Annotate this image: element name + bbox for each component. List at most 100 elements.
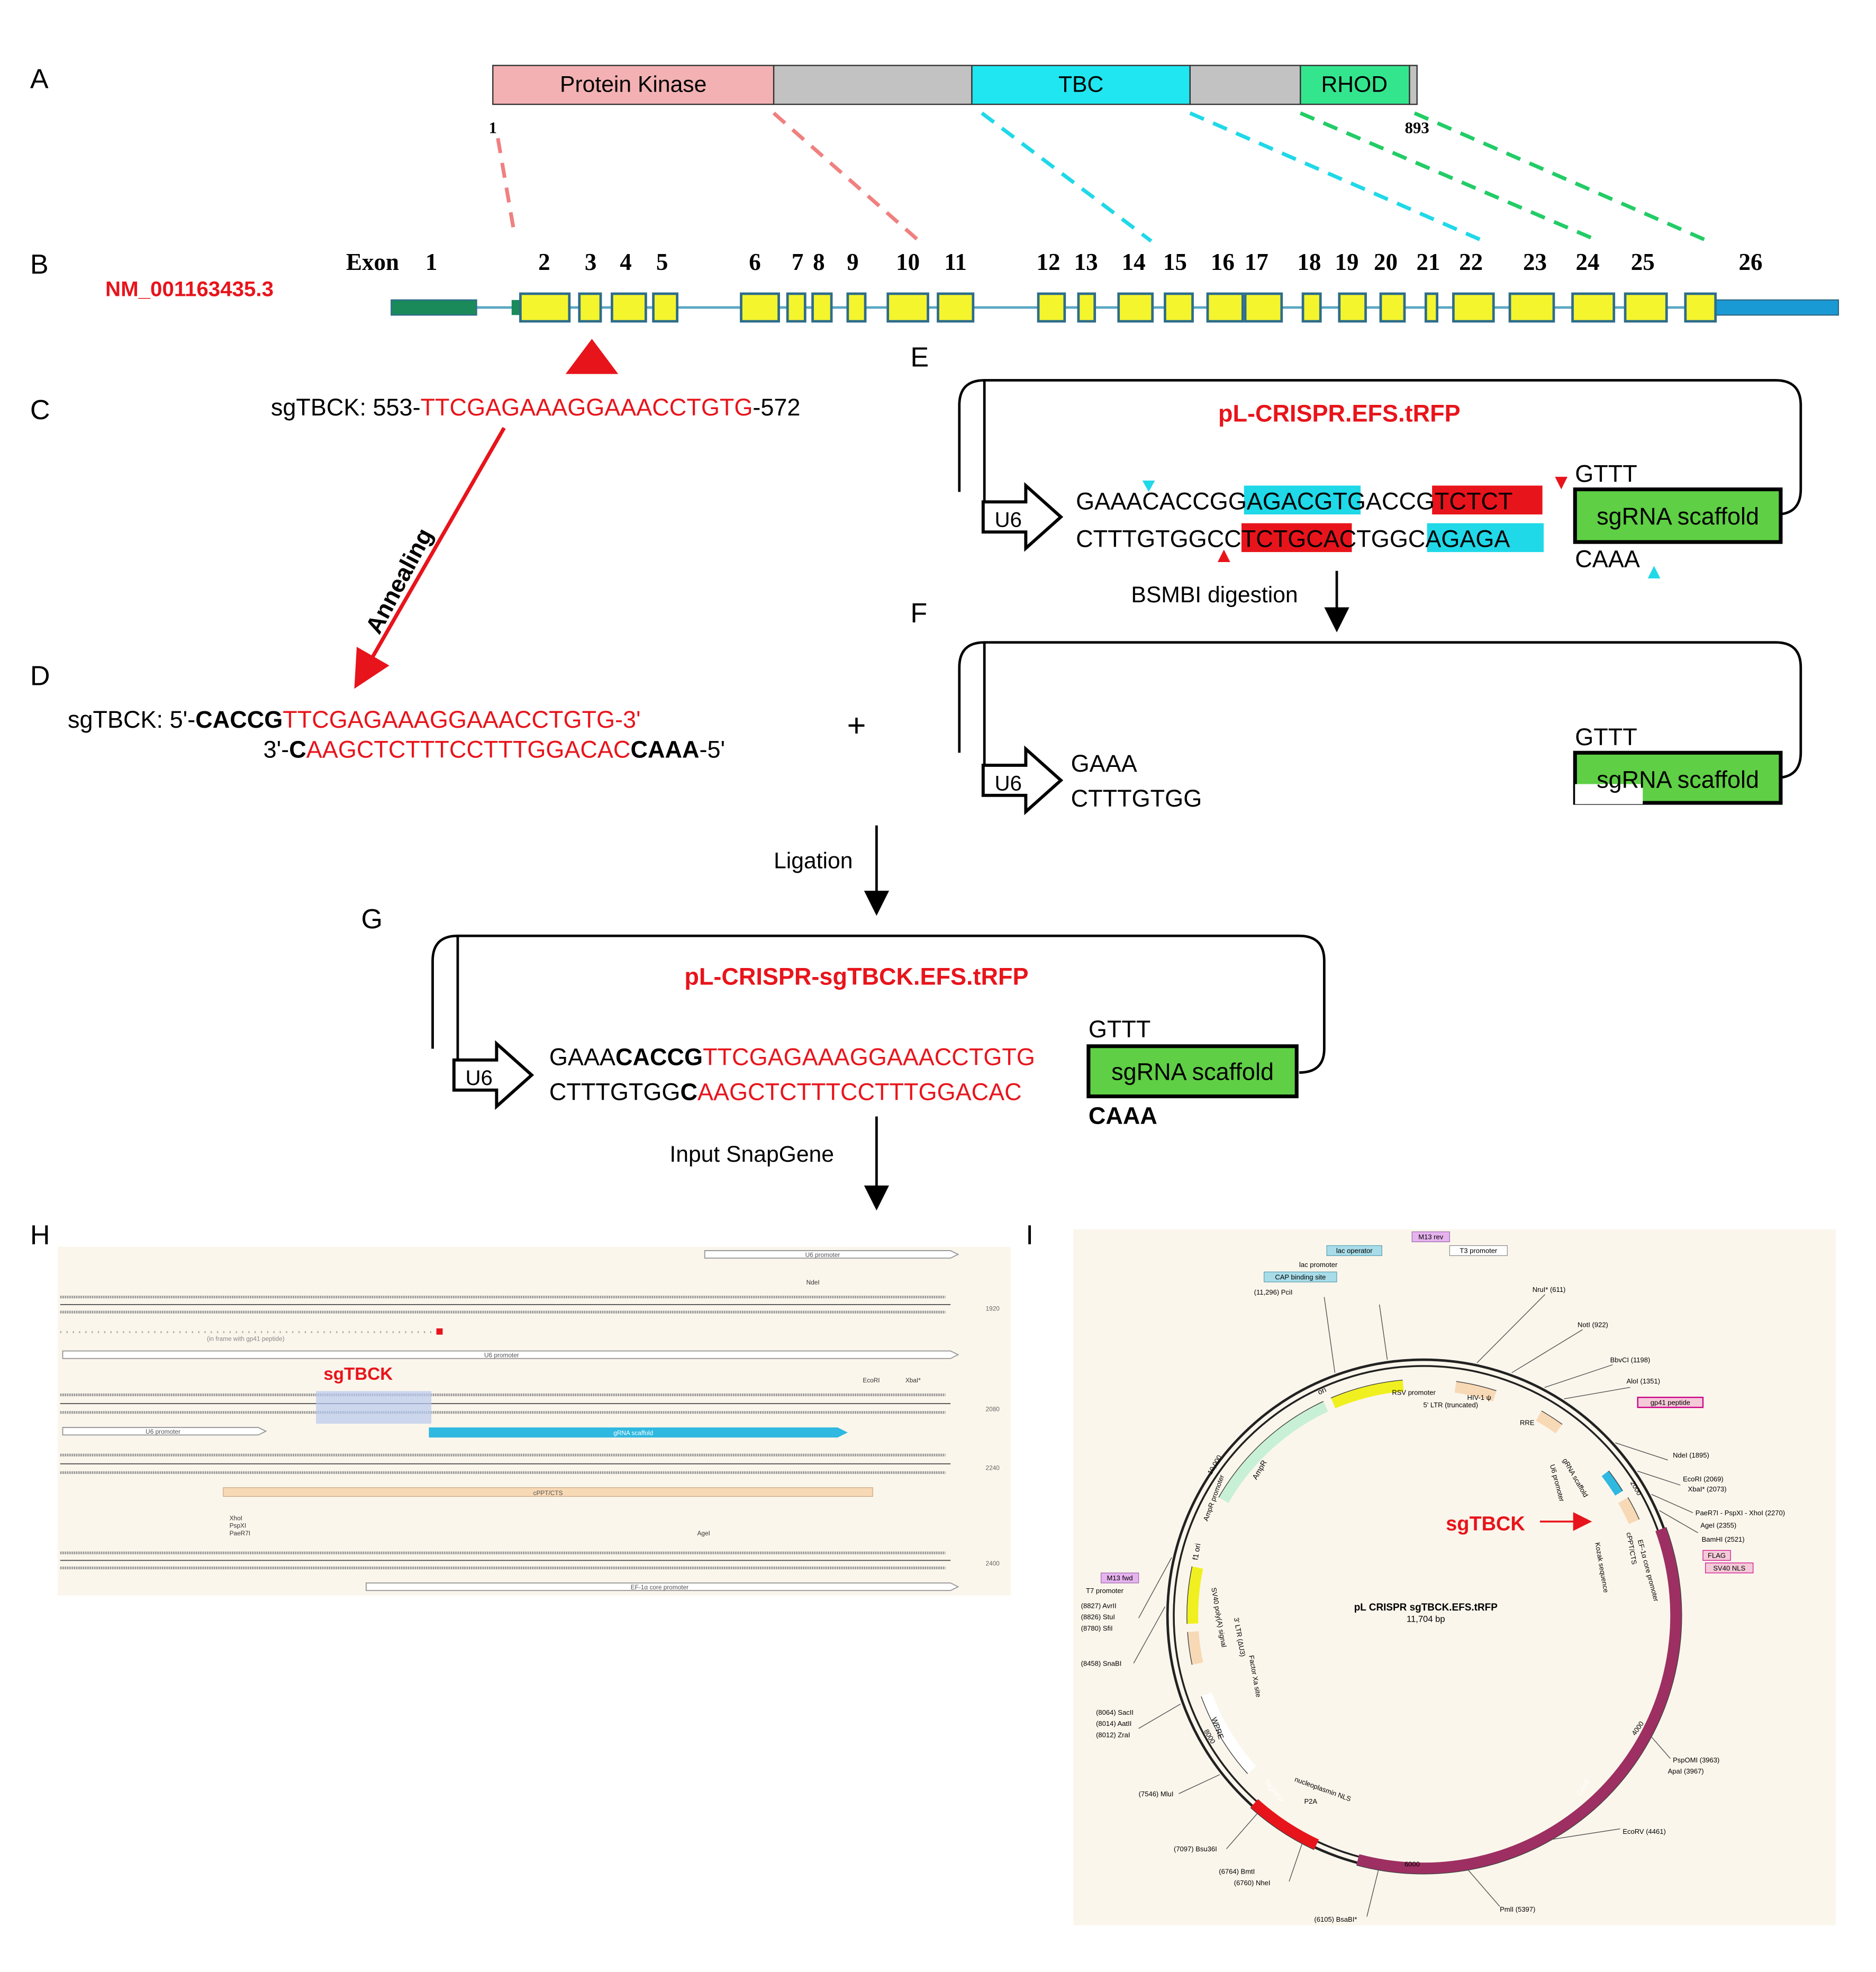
ampr-arc: [1218, 1401, 1328, 1503]
exon-label-6: 6: [749, 249, 761, 275]
ori-arc: [1331, 1380, 1404, 1408]
panel-label-f: F: [910, 598, 927, 629]
u6-label-f: U6: [994, 771, 1021, 795]
exon-label-22: 22: [1459, 249, 1483, 275]
scaffold-box-e: [1573, 487, 1783, 544]
plasmid-outline-g: [431, 934, 1326, 1074]
ltr5-arc-edge: [1456, 1381, 1497, 1391]
cut-marker-red-top: [1555, 476, 1568, 490]
panel-label-a: A: [30, 64, 49, 94]
f1ori-arc: [1186, 1566, 1203, 1624]
domain-end: 893: [1405, 119, 1429, 137]
ltr5-arc: [1454, 1381, 1497, 1402]
u6-label-g: U6: [465, 1066, 492, 1090]
exon-label-9: 9: [847, 249, 859, 275]
site-leader-line: [1564, 1387, 1630, 1399]
site-leader-line: [1379, 1304, 1388, 1360]
target-marker: [565, 339, 619, 374]
ampr-arc-edge: [1218, 1401, 1324, 1498]
flag-box: [1702, 1550, 1731, 1561]
digestion-label: BSMBI digestion: [1131, 582, 1298, 608]
p2a-label: P2A: [1304, 1797, 1317, 1805]
ecori-label: EcoRI (2069): [1683, 1475, 1724, 1483]
exon-box-26: [1684, 292, 1717, 323]
sgrna-highlight: [316, 1391, 432, 1424]
caaa-e: CAAA: [1575, 546, 1640, 573]
site-leader-line: [1552, 1828, 1620, 1840]
cut-marker-cyan-bot: [1647, 566, 1661, 578]
feature-grna-scaffold: [429, 1427, 848, 1438]
snabi-label: (8458) SnaBI: [1081, 1659, 1122, 1667]
exon-label-11: 11: [944, 249, 967, 275]
feature-ef1a: [365, 1582, 959, 1591]
lac-op-label: lac operator: [1336, 1247, 1373, 1255]
exon-box-18: [1301, 292, 1322, 323]
feat-u6-bottom-label: U6 promoter: [146, 1428, 180, 1435]
exon-word: Exon: [346, 249, 399, 275]
exon-box-9: [846, 292, 867, 323]
u6-arrow-f: [981, 745, 1064, 816]
exon-label-1: 1: [425, 249, 438, 275]
feat-u6-mid-label: U6 promoter: [484, 1351, 519, 1359]
f1ori-arc-edge: [1186, 1566, 1193, 1624]
exon-box-13: [1077, 292, 1096, 323]
exon-label-26: 26: [1739, 249, 1763, 275]
exon-box-12: [1037, 292, 1066, 323]
transcript-id: NM_001163435.3: [105, 277, 274, 301]
seq-top-f: GAAA: [1071, 750, 1137, 777]
m13fwd-label: M13 fwd: [1107, 1574, 1132, 1582]
zrai-label: (8012) ZraI: [1096, 1731, 1130, 1739]
domain-exon-connectors: [496, 111, 1709, 243]
bmti-label: (6764) BmtI: [1219, 1868, 1255, 1876]
bsu36i-label: (7097) Bsu36I: [1174, 1845, 1217, 1853]
plasmid-name: pL CRISPR sgTBCK.EFS.tRFP: [1354, 1602, 1498, 1613]
exon-label-20: 20: [1374, 249, 1398, 275]
panel-i: pL CRISPR sgTBCK.EFS.tRFP 11,704 bp sgTB…: [1073, 1229, 1836, 1925]
exon-label-2: 2: [538, 249, 550, 275]
exon-box-19: [1338, 292, 1367, 323]
ori-arc-edge: [1330, 1379, 1403, 1399]
exon-box-22: [1452, 292, 1495, 323]
panel-g: pL-CRISPR-sgTBCK.EFS.tRFP U6 GAAACACCGTT…: [431, 934, 1326, 1211]
aloi-label: AloI (1351): [1626, 1377, 1660, 1385]
sgrna-target: sgTBCK: 553-TTCGAGAAAGGAAACCTGTG-572: [271, 394, 801, 421]
feature-u6-top: [704, 1250, 959, 1259]
hiv-label: HIV-1 ψ: [1467, 1394, 1491, 1401]
nrui-label: NruI* (611): [1533, 1286, 1566, 1293]
feature-u6-mid: [62, 1350, 959, 1359]
panel-label-d: D: [30, 661, 50, 691]
exon-box-3: [578, 292, 602, 323]
exon-box-11: [937, 292, 975, 323]
domain-kinase: [492, 65, 775, 105]
exon-label-19: 19: [1335, 249, 1358, 275]
caaa-g: CAAA: [1089, 1102, 1157, 1129]
oligo-top: sgTBCK: 5'-CACCGTTCGAGAAAGGAAACCTGTG-3': [68, 706, 641, 733]
wpre-arc: [1201, 1692, 1256, 1774]
panel-label-c: C: [30, 395, 50, 426]
exon-box-14: [1117, 292, 1154, 323]
agei-label: AgeI (2355): [1700, 1522, 1736, 1530]
bamhi-label: BamHI (2521): [1702, 1535, 1745, 1543]
scaffold-box-g: [1086, 1044, 1299, 1099]
bsmbi-site-top-cyan: [1244, 485, 1361, 515]
snapgene-label: Input SnapGene: [669, 1142, 834, 1167]
seq-top-g: GAAACACCGTTCGAGAAAGGAAACCTGTG: [549, 1043, 1035, 1070]
lac-promoter-label: lac promoter: [1299, 1261, 1338, 1269]
gp41-box: [1637, 1397, 1704, 1408]
scaffold-label-e: sgRNA scaffold: [1597, 503, 1759, 530]
scaffold-label-f: sgRNA scaffold: [1597, 766, 1759, 793]
exon-box-20: [1379, 292, 1406, 323]
pmli-label: PmlI (5397): [1500, 1905, 1535, 1913]
panel-f: U6 GAAA CTTTGTGG GTTT sgRNA scaffold Lig…: [774, 641, 1802, 916]
kinase-label: Protein Kinase: [560, 71, 706, 97]
flag-label: FLAG: [1708, 1552, 1726, 1560]
exon-box-7: [786, 292, 806, 323]
u6-label-e: U6: [994, 508, 1021, 532]
exon-label-16: 16: [1211, 249, 1235, 275]
exon-label-12: 12: [1037, 249, 1061, 275]
feature-u6-bottom: [62, 1427, 267, 1436]
gttt-g: GTTT: [1089, 1016, 1151, 1043]
panel-h: U6 promoter NdeI 1920 2080 2240 2400 (in…: [58, 1246, 1011, 1596]
